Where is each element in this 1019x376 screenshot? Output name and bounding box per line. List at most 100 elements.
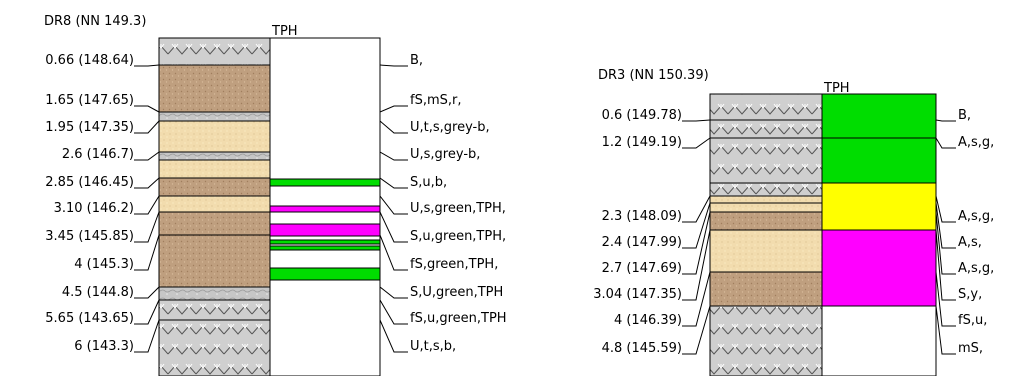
layer-description: B, — [958, 108, 971, 123]
layer-description: A,s,g, — [958, 261, 994, 276]
depth-leader-line — [134, 195, 160, 215]
description-leader-line — [935, 202, 956, 249]
tph-header: TPH — [271, 24, 298, 39]
tph-band-yellow — [821, 182, 937, 231]
description-leader-line — [935, 195, 956, 223]
depth-leader-line — [682, 271, 711, 327]
depth-leader-line — [682, 229, 711, 301]
log-title: DR8 (NN 149.3) — [44, 14, 146, 29]
tph-column — [821, 93, 937, 376]
depth-label: 2.3 (148.09) — [602, 209, 682, 224]
depth-leader-line — [134, 299, 160, 325]
layer-description: S,u,green,TPH, — [410, 229, 506, 244]
depth-label: 2.7 (147.69) — [602, 261, 682, 276]
description-leader-line — [935, 211, 956, 275]
tph-band-green — [821, 93, 937, 139]
lithology-layer — [158, 111, 271, 122]
tph-band-magenta — [269, 223, 381, 237]
lithology-layer — [158, 195, 271, 213]
description-leader-line — [379, 120, 408, 134]
log-dr8: DR8 (NN 149.3) TPH 0.66 (148.64) 1.65 (14… — [44, 14, 507, 376]
depth-label: 4 (145.3) — [74, 257, 134, 272]
description-leader-line — [379, 105, 408, 113]
depth-leader-line — [682, 211, 711, 275]
tph-band-green — [269, 245, 381, 251]
lithology-layer — [158, 159, 271, 179]
tph-header: TPH — [823, 81, 850, 96]
depth-label: 1.95 (147.35) — [45, 120, 134, 135]
description-leader-line — [935, 119, 956, 122]
lithology-layer — [158, 299, 271, 321]
lithology-layer — [158, 151, 271, 161]
depth-label: 1.65 (147.65) — [45, 93, 134, 108]
description-leader-line — [379, 211, 408, 243]
layer-description: mS, — [958, 341, 983, 356]
tph-band-green — [269, 178, 381, 187]
layer-description: A,s,g, — [958, 135, 994, 150]
description-leader-line — [379, 64, 408, 67]
lithology-layer — [158, 37, 271, 66]
tph-band-green — [821, 137, 937, 184]
depth-leader-line — [134, 177, 160, 189]
depth-label: 3.10 (146.2) — [54, 201, 134, 216]
description-leader-line — [379, 286, 408, 299]
depth-label: 4 (146.39) — [614, 313, 682, 328]
depth-leader-line — [134, 120, 160, 134]
depth-leader-line — [682, 195, 711, 223]
tph-band-green — [269, 239, 381, 245]
description-leader-line — [935, 271, 956, 327]
lithology-layer — [709, 305, 823, 376]
description-leader-line — [379, 299, 408, 325]
depth-label: 3.45 (145.85) — [45, 229, 134, 244]
description-leader-line — [379, 319, 408, 353]
depth-labels: 0.66 (148.64) 1.65 (147.65) 1.95 (147.35) 2… — [45, 53, 160, 354]
layer-description: S,u,b, — [410, 175, 447, 190]
layer-description: fS,mS,r, — [410, 93, 462, 108]
lithology-layer — [709, 119, 823, 139]
tph-band-magenta — [269, 205, 381, 213]
lithology-layer — [709, 271, 823, 307]
depth-labels: 0.6 (149.78)1.2 (149.19)2.3 (148.09)2.4 … — [593, 108, 711, 356]
layer-description: U,s,grey-b, — [410, 147, 480, 162]
lithology-layer — [158, 177, 271, 197]
lithology-layer — [709, 182, 823, 197]
depth-leader-line — [134, 211, 160, 243]
depth-label: 4.8 (145.59) — [602, 341, 682, 356]
layer-description: A,s,g, — [958, 209, 994, 224]
layer-description: fS,u,green,TPH — [410, 311, 507, 326]
description-leader-line — [379, 177, 408, 189]
tph-band-magenta — [821, 229, 937, 307]
lithology-column — [158, 37, 271, 376]
depth-label: 2.85 (146.45) — [45, 175, 134, 190]
lithology-layer — [709, 202, 823, 213]
depth-leader-line — [134, 64, 160, 67]
log-title: DR3 (NN 150.39) — [598, 68, 709, 83]
lithology-layer — [709, 211, 823, 231]
depth-label: 3.04 (147.35) — [593, 287, 682, 302]
description-leader-line — [935, 305, 956, 355]
lithology-column — [709, 93, 823, 376]
depth-leader-line — [134, 151, 160, 161]
depth-label: 0.6 (149.78) — [602, 108, 682, 123]
description-leader-line — [935, 229, 956, 301]
layer-description: U,t,s,b, — [410, 339, 456, 354]
layer-description: S,U,green,TPH — [410, 285, 503, 300]
depth-label: 1.2 (149.19) — [602, 135, 682, 150]
depth-leader-line — [134, 105, 160, 113]
layer-description: B, — [410, 53, 423, 68]
log-dr3: DR3 (NN 150.39) TPH 0.6 (149.78) 1.2 (149… — [593, 68, 994, 376]
layer-description: A,s, — [958, 235, 982, 250]
description-labels: B,A,s,g,A,s,g,A,s,A,s,g,S,y,fS,u,mS, — [935, 108, 994, 356]
depth-leader-line — [682, 137, 711, 149]
depth-label: 6 (143.3) — [74, 339, 134, 354]
description-leader-line — [379, 151, 408, 161]
description-leader-line — [379, 234, 408, 271]
layer-description: U,s,green,TPH, — [410, 201, 506, 216]
lithology-layer — [709, 229, 823, 273]
depth-label: 0.66 (148.64) — [45, 53, 134, 68]
lithology-layer — [709, 93, 823, 121]
tph-column — [269, 37, 381, 376]
lithology-layer — [709, 137, 823, 184]
layer-description: S,y, — [958, 287, 982, 302]
